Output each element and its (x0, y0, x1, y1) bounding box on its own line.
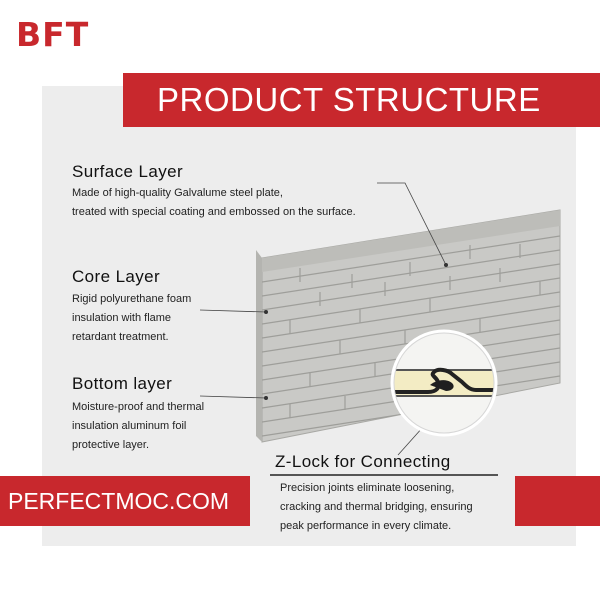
zlock-zoom-detail (390, 329, 498, 437)
panel-edge (256, 250, 262, 442)
decorative-red-block (515, 476, 600, 526)
panel-top-band (262, 210, 560, 272)
core-leader-dot (264, 310, 268, 314)
surface-leader-dot (444, 263, 448, 267)
bottom-desc-line: insulation aluminum foil (72, 420, 187, 432)
zlock-divider (270, 474, 498, 476)
bottom-desc-line: protective layer. (72, 439, 150, 451)
surface-desc-line: treated with special coating and embosse… (72, 206, 356, 218)
zlock-desc-line: peak performance in every climate. (280, 520, 452, 532)
bottom-leader-dot (264, 396, 268, 400)
core-leader-line (199, 309, 267, 313)
bottom-desc-line: Moisture-proof and thermal (72, 401, 205, 413)
bottom-layer-heading: Bottom layer (72, 374, 173, 393)
page-title: PRODUCT STRUCTURE (123, 73, 600, 127)
brand-logo: BFT (16, 15, 90, 54)
surface-leader-line (377, 182, 447, 266)
surface-layer-description: Made of high-quality Galvalume steel pla… (72, 184, 402, 222)
bottom-layer-description: Moisture-proof and thermal insulation al… (72, 398, 242, 455)
core-desc-line: insulation with flame (72, 312, 172, 324)
zlock-desc-line: Precision joints eliminate loosening, (280, 482, 455, 494)
zlock-heading: Z-Lock for Connecting (275, 452, 451, 471)
core-layer-description: Rigid polyurethane foam insulation with … (72, 290, 242, 347)
surface-layer-heading: Surface Layer (72, 162, 184, 181)
surface-desc-line: Made of high-quality Galvalume steel pla… (72, 187, 283, 199)
zlock-desc-line: cracking and thermal bridging, ensuring (280, 501, 473, 513)
core-layer-heading: Core Layer (72, 267, 161, 286)
core-desc-line: retardant treatment. (72, 331, 169, 343)
core-desc-line: Rigid polyurethane foam (72, 293, 192, 305)
website-banner: PERFECTMOC.COM (0, 476, 250, 526)
bottom-leader-line (199, 395, 267, 399)
zlock-description: Precision joints eliminate loosening, cr… (280, 479, 500, 536)
